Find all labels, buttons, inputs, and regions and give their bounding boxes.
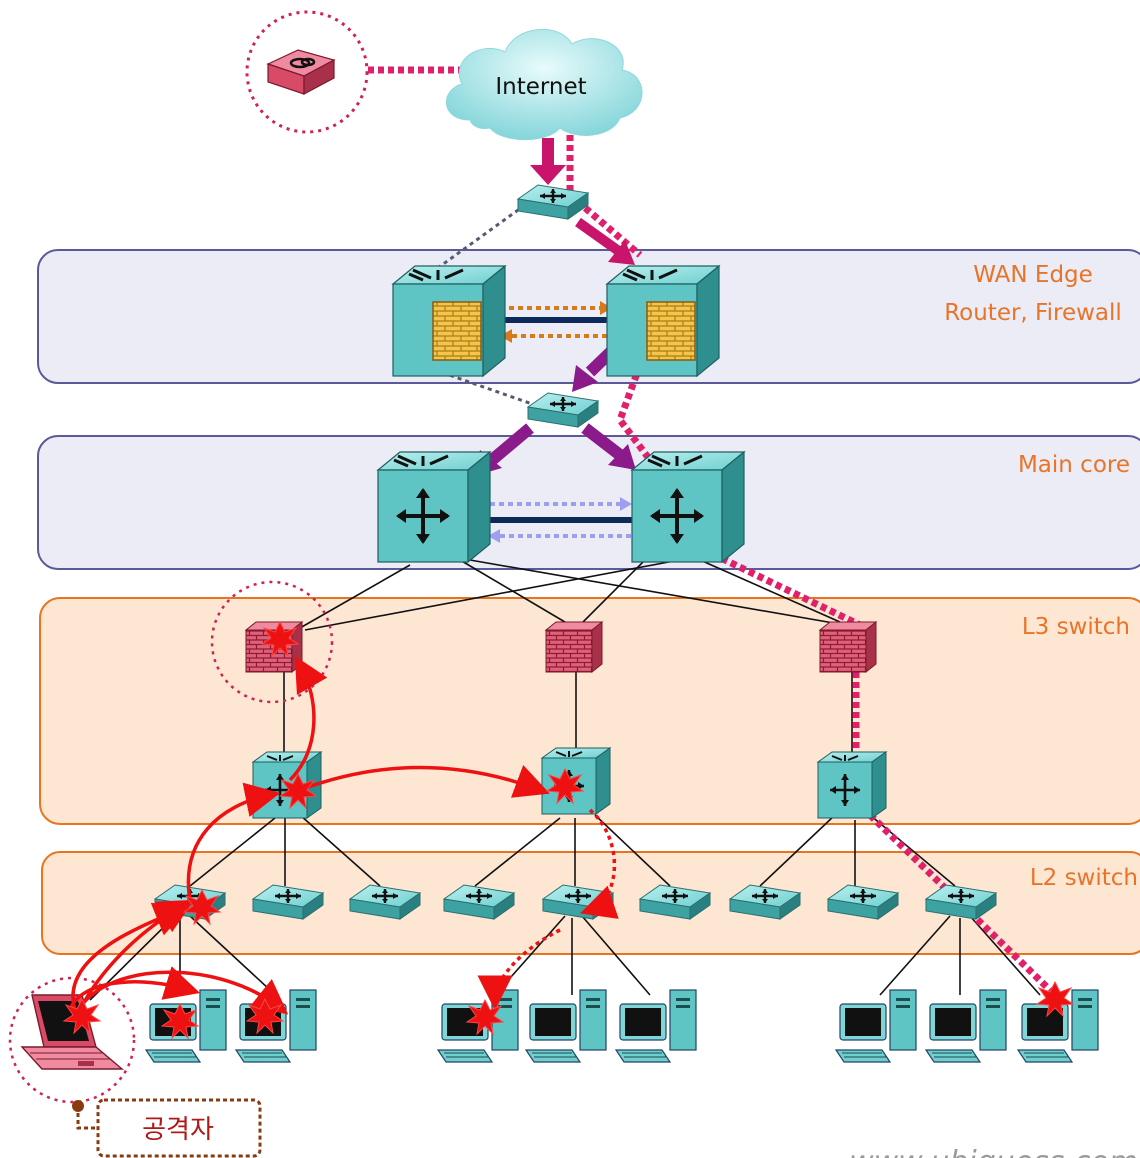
wan-zone-label-line1: WAN Edge <box>973 262 1093 288</box>
edge-switch-middle <box>526 391 600 429</box>
threat-source-highlight <box>245 10 369 134</box>
desktop-pc-2 <box>235 989 317 1063</box>
attacker-highlight <box>8 976 136 1104</box>
threat-source-icon <box>266 49 336 95</box>
core-switch-left <box>376 450 492 564</box>
l3-zone-label: L3 switch <box>1022 614 1130 640</box>
wan-router-firewall-right <box>605 264 721 378</box>
l3-switch-right <box>816 750 888 820</box>
compromised-firewall-highlight <box>210 580 334 704</box>
internet-label: Internet <box>495 74 586 100</box>
attacker-label: 공격자 <box>142 1115 214 1145</box>
core-switch-right <box>630 450 746 564</box>
core-zone-label: Main core <box>1018 452 1130 478</box>
desktop-pc-5 <box>615 989 697 1063</box>
flow-arrows <box>474 138 636 476</box>
wan-router-firewall-left <box>391 264 507 378</box>
l3-firewall-right <box>819 621 877 673</box>
l2-zone-label: L2 switch <box>1030 865 1138 891</box>
attacker-callout <box>72 1098 262 1158</box>
desktop-pc-7 <box>925 989 1007 1063</box>
desktop-pc-4 <box>525 989 607 1063</box>
l3-firewall-middle <box>545 621 603 673</box>
desktop-pc-6 <box>835 989 917 1063</box>
edge-switch-top <box>516 183 590 221</box>
internet-cloud-icon <box>446 29 643 141</box>
watermark: www.ubiquoss.com <box>849 1145 1138 1158</box>
redundancy-links <box>488 301 635 543</box>
wan-zone-label-line2: Router, Firewall <box>944 300 1122 326</box>
attack-paths <box>68 655 619 1015</box>
